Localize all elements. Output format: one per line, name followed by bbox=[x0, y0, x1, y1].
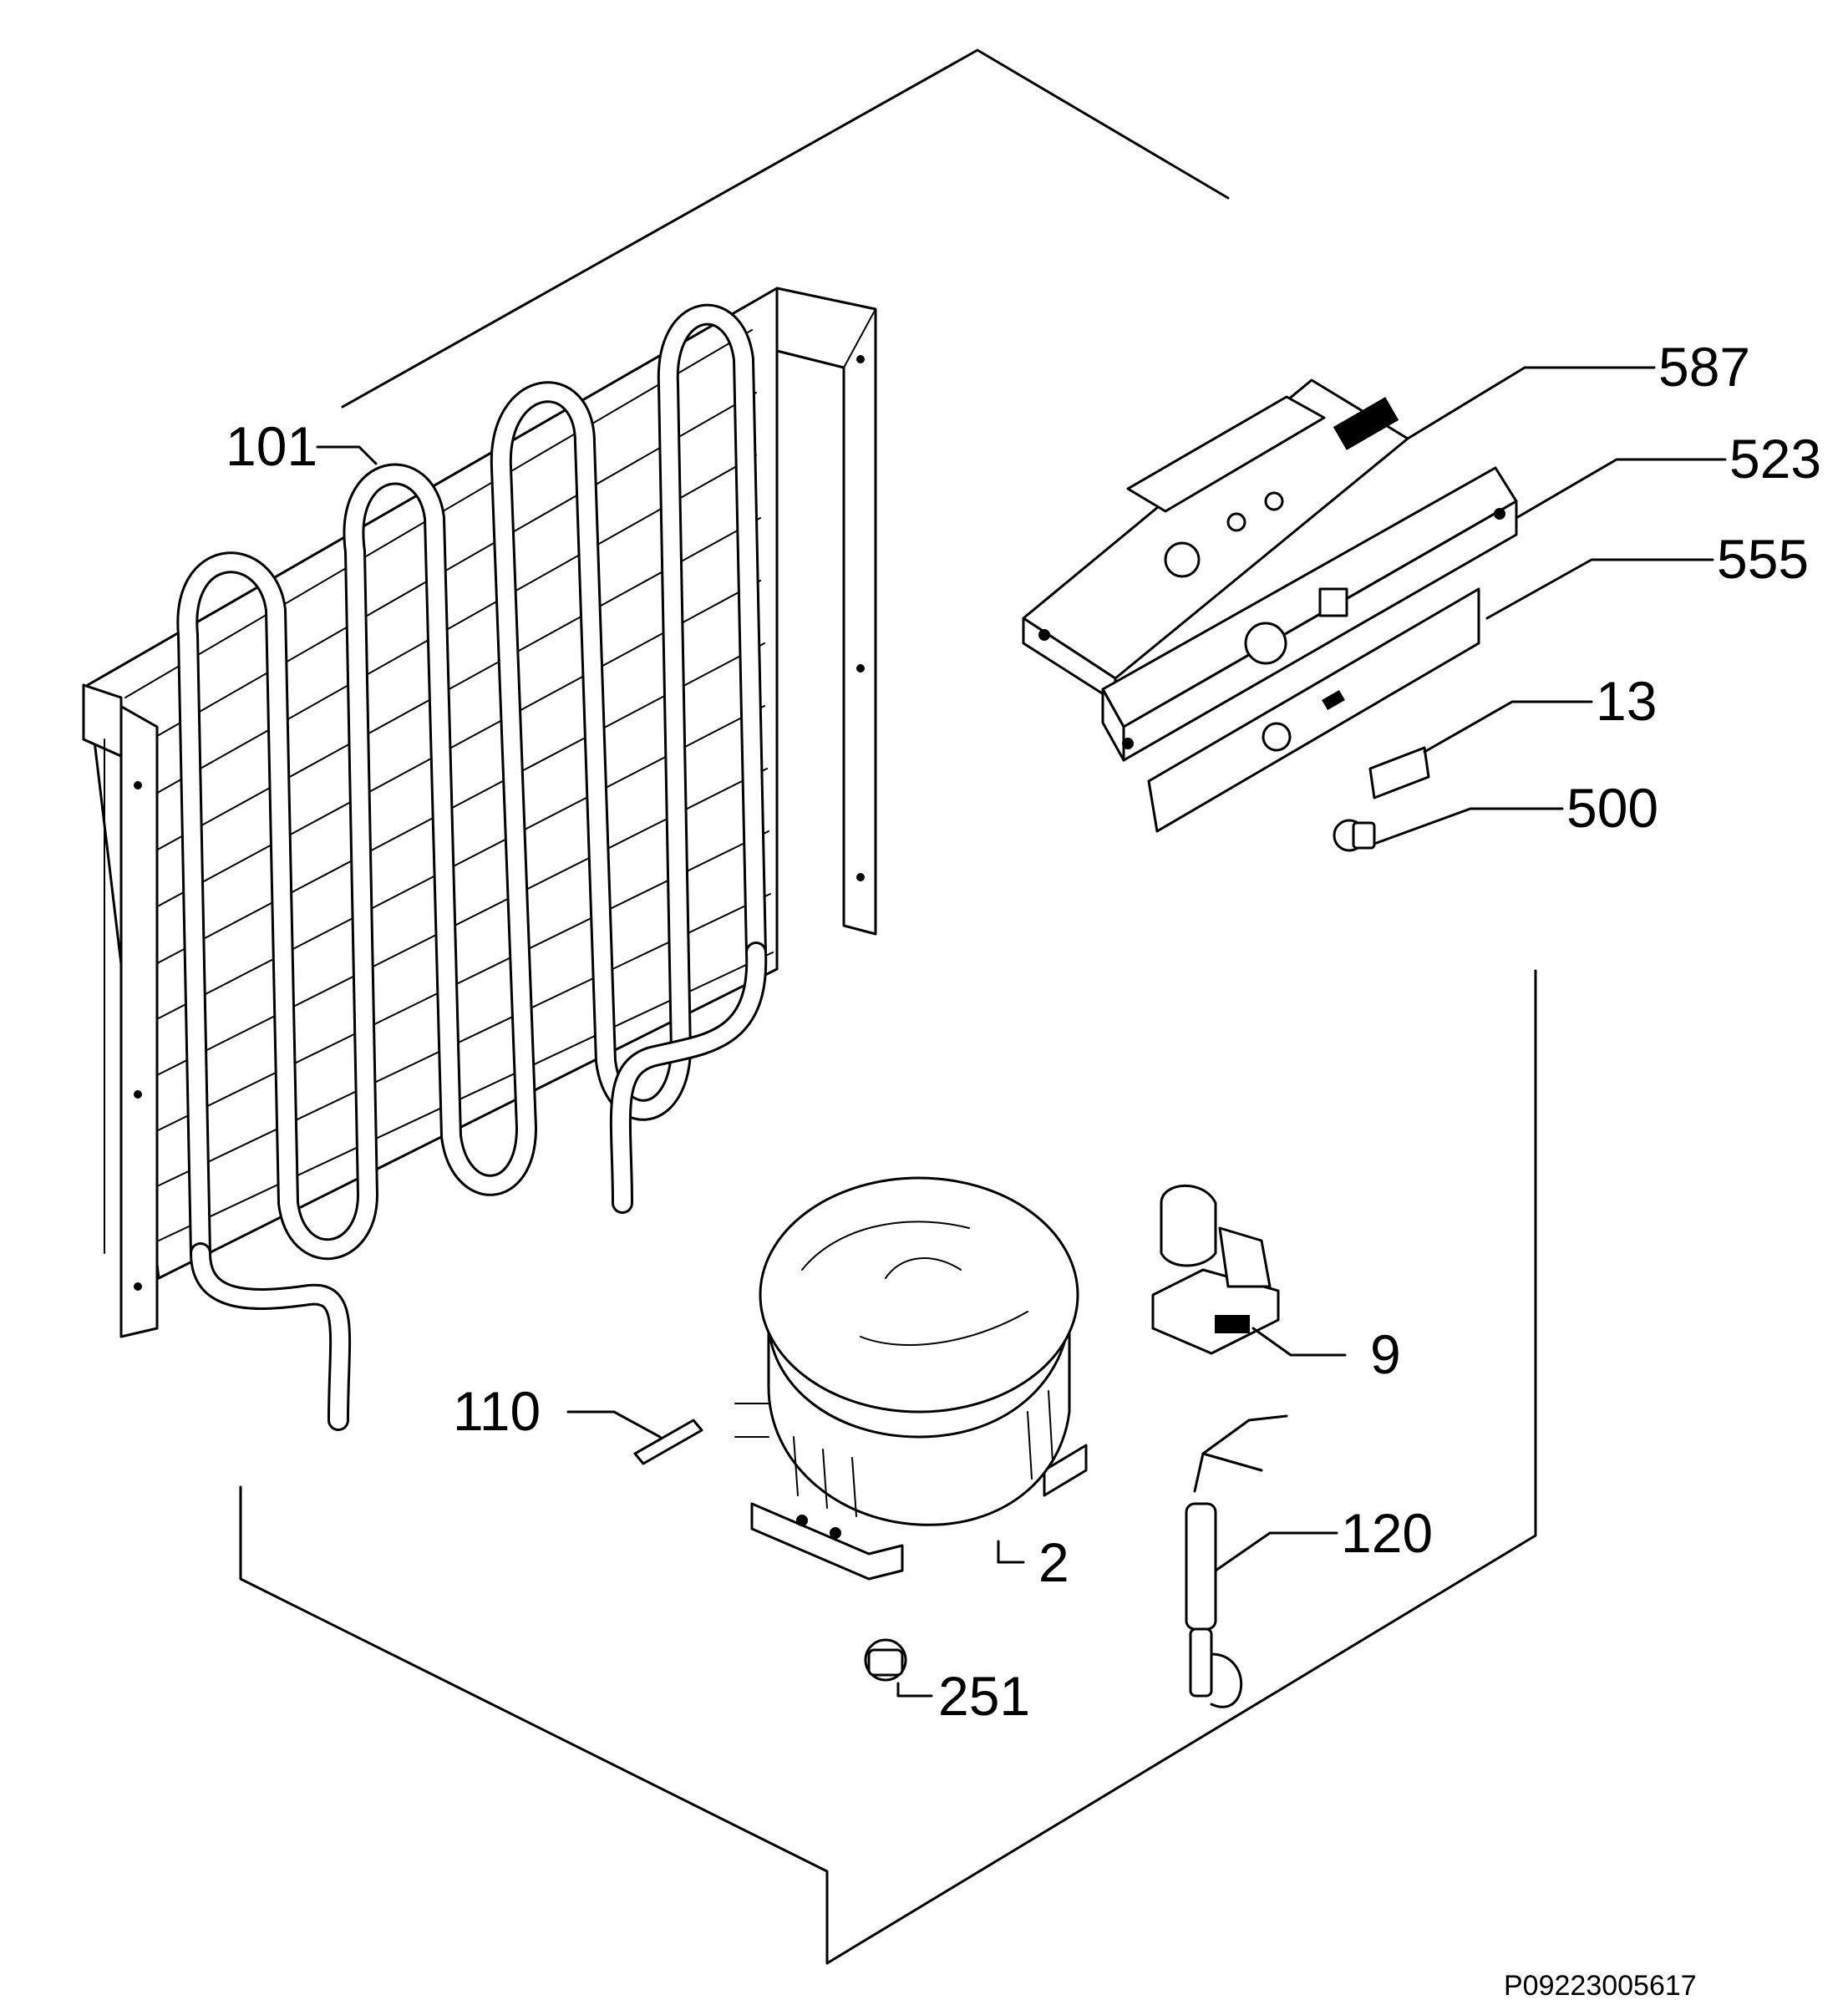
label-251: 251 bbox=[938, 1665, 1030, 1727]
label-555: 555 bbox=[1717, 528, 1809, 590]
label-101: 101 bbox=[226, 415, 317, 477]
grommet-251[interactable] bbox=[864, 1638, 907, 1682]
callout-labels: 587 523 555 13 500 101 9 110 2 120 251 bbox=[226, 336, 1821, 1727]
compressor[interactable] bbox=[734, 1176, 1088, 1581]
tube-110[interactable] bbox=[633, 1419, 703, 1465]
cover-plate-555[interactable] bbox=[1147, 587, 1480, 833]
label-110: 110 bbox=[453, 1380, 541, 1442]
label-2: 2 bbox=[1038, 1531, 1069, 1593]
label-500: 500 bbox=[1566, 777, 1658, 839]
control-housing-523[interactable] bbox=[1101, 466, 1518, 762]
sensor-120[interactable] bbox=[1185, 1414, 1288, 1708]
lamp-13[interactable] bbox=[1368, 746, 1430, 799]
control-bracket-587[interactable] bbox=[1022, 378, 1409, 703]
label-9: 9 bbox=[1370, 1323, 1401, 1385]
cabinet-outline bbox=[239, 48, 1537, 1965]
leader-lines bbox=[316, 366, 1727, 1698]
label-523: 523 bbox=[1729, 428, 1821, 490]
condenser[interactable] bbox=[82, 287, 877, 1431]
label-120: 120 bbox=[1341, 1502, 1433, 1564]
drawing-code: P09223005617 bbox=[1504, 1970, 1697, 2002]
label-587: 587 bbox=[1658, 336, 1750, 398]
knob-500[interactable] bbox=[1333, 819, 1376, 852]
relay-9[interactable] bbox=[1151, 1184, 1280, 1355]
label-13: 13 bbox=[1596, 670, 1657, 732]
